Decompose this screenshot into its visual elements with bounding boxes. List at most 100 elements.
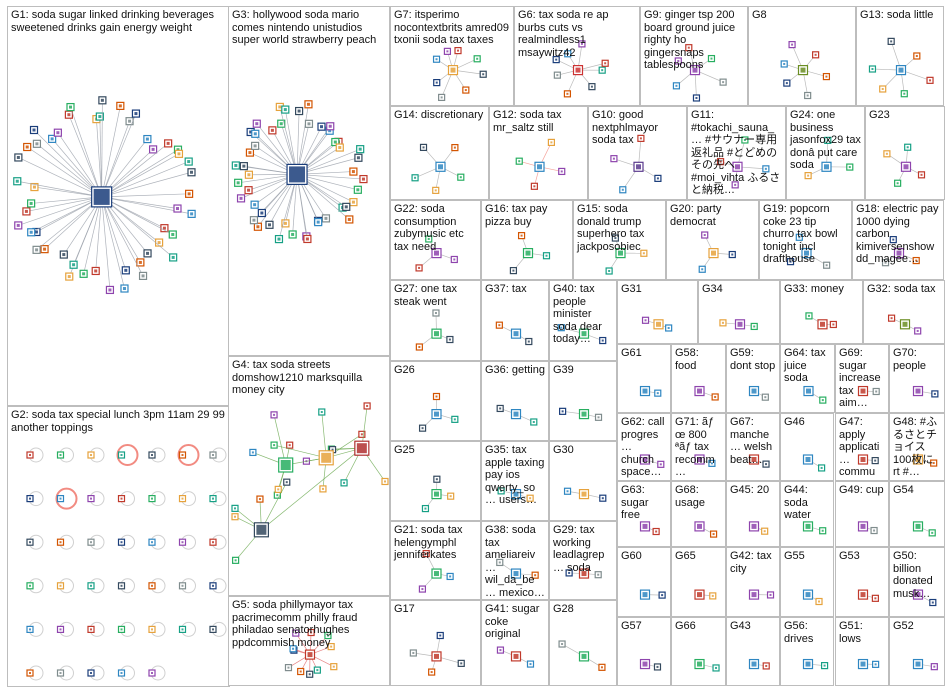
group-g36[interactable]: G36: getting [481, 361, 549, 441]
graph-node-fill [931, 531, 934, 534]
group-g3[interactable]: G3: hollywood soda mario comes nintendo … [228, 6, 390, 356]
graph-node-fill [644, 319, 647, 322]
group-g68[interactable]: G68: usage [671, 481, 726, 547]
group-g41[interactable]: G41: sugar coke original [481, 600, 549, 686]
group-g9[interactable]: G9: ginger tsp 200 board ground juice ri… [640, 6, 748, 106]
group-label: G46 [784, 416, 805, 428]
graph-node-fill [873, 529, 876, 532]
group-g69[interactable]: G69: sugar increase tax aim… [835, 344, 889, 413]
group-g21[interactable]: G21: soda tax helengymphl jenniferkates [390, 521, 481, 600]
group-g43[interactable]: G43 [726, 617, 780, 686]
graph-node-fill [141, 274, 145, 278]
group-g31[interactable]: G31 [617, 280, 698, 344]
group-g16[interactable]: G16: tax pay pizza buy [481, 200, 573, 280]
graph-node-fill [764, 167, 767, 170]
group-g13[interactable]: G13: soda little [856, 6, 944, 106]
graph-node-fill [701, 268, 704, 271]
group-g38[interactable]: G38: soda tax ameliareiv… wil_da_be… mex… [481, 521, 549, 600]
graph-node-fill [157, 241, 161, 245]
graph-node-fill [253, 144, 257, 148]
group-graph [912, 454, 938, 467]
graph-edge [274, 444, 327, 459]
group-g8[interactable]: G8 [748, 6, 856, 106]
group-g24[interactable]: G24: one business jasonfox29 tax donâ pu… [786, 106, 865, 200]
group-g11[interactable]: G11: #tokachi_sauna_… #サウナー専用返礼品 #とどめのその… [687, 106, 786, 200]
group-g14[interactable]: G14: discretionary [390, 106, 489, 200]
group-g12[interactable]: G12: soda tax mr_saltz still [489, 106, 588, 200]
graph-node-fill [59, 497, 62, 500]
group-g52[interactable]: G52 [889, 617, 945, 686]
group-g1[interactable]: G1: soda sugar linked drinking beverages… [7, 6, 230, 406]
group-g18[interactable]: G18: electric pay 1000 dying carbon kimi… [852, 200, 944, 280]
group-g29[interactable]: G29: tax working leadlagrep… soda [549, 521, 617, 600]
group-g2[interactable]: G2: soda tax special lunch 3pm 11am 29 9… [7, 406, 230, 687]
group-g15[interactable]: G15: soda donald trump superhero tax jac… [573, 200, 666, 280]
group-g55[interactable]: G55 [780, 547, 834, 617]
group-g59[interactable]: G59: dont stop [726, 344, 780, 413]
group-g53[interactable]: G53 [835, 547, 889, 617]
group-g30[interactable]: G30 [549, 441, 617, 521]
graph-node-fill [120, 584, 123, 587]
graph-node-fill [305, 237, 309, 241]
group-g26[interactable]: G26 [390, 361, 481, 441]
group-g50[interactable]: G50: billion donated musk… [889, 547, 945, 617]
group-g64[interactable]: G64: tax juice soda [780, 344, 835, 413]
group-g5[interactable]: G5: soda phillymayor tax pacrimecomm phi… [228, 596, 390, 686]
group-g62[interactable]: G62: call progres… church space… [617, 413, 671, 481]
group-g65[interactable]: G65 [671, 547, 726, 617]
group-g58[interactable]: G58: food [671, 344, 726, 413]
group-g63[interactable]: G63: sugar free [617, 481, 671, 547]
group-g35[interactable]: G35: tax apple taxing pay ios qwerty_so…… [481, 441, 549, 521]
group-g54[interactable]: G54 [889, 481, 945, 547]
group-g10[interactable]: G10: good nextphlmayor soda tax [588, 106, 687, 200]
group-g22[interactable]: G22: soda consumption zubymusic etc tax … [390, 200, 481, 280]
group-g40[interactable]: G40: tax people minister soda dear today… [549, 280, 617, 361]
group-g25[interactable]: G25 [390, 441, 481, 521]
group-g71[interactable]: G71: ãƒ œ 800 ªãƒ tax recomm… [671, 413, 726, 481]
group-g6[interactable]: G6: tax soda re ap burbs cuts vs realmin… [514, 6, 640, 106]
group-g37[interactable]: G37: tax [481, 280, 549, 361]
group-g45[interactable]: G45: 20 [726, 481, 780, 547]
group-g57[interactable]: G57 [617, 617, 671, 686]
group-g61[interactable]: G61 [617, 344, 671, 413]
group-g48[interactable]: G48: #ふるさとチョイス 100枚に rt #… [889, 413, 945, 481]
group-g42[interactable]: G42: tax city [726, 547, 780, 617]
group-g7[interactable]: G7: itsperimo nocontextbrits amred09 txo… [390, 6, 514, 106]
group-g60[interactable]: G60 [617, 547, 671, 617]
group-g34[interactable]: G34 [698, 280, 780, 344]
group-g4[interactable]: G4: tax soda streets domshow1210 marksqu… [228, 356, 390, 596]
group-g56[interactable]: G56: drives [780, 617, 834, 686]
group-g33[interactable]: G33: money [780, 280, 863, 344]
group-g46[interactable]: G46 [780, 413, 834, 481]
group-g28[interactable]: G28 [549, 600, 617, 686]
graph-node-fill [814, 53, 817, 56]
group-label: G67: manche… welsh beat… [730, 416, 776, 466]
group-g32[interactable]: G32: soda tax [863, 280, 945, 344]
group-label: G32: soda tax [867, 283, 936, 295]
group-g67[interactable]: G67: manche… welsh beat… [726, 413, 780, 481]
graph-node-fill [527, 340, 530, 343]
graph-node-fill [330, 645, 333, 648]
group-g39[interactable]: G39 [549, 361, 617, 441]
group-g70[interactable]: G70: people [889, 344, 945, 413]
group-g51[interactable]: G51: lows [835, 617, 889, 686]
group-g17[interactable]: G17 [390, 600, 481, 686]
group-g19[interactable]: G19: popcorn coke 23 tip churro tax bowl… [759, 200, 852, 280]
graph-node-fill [697, 592, 702, 598]
group-g44[interactable]: G44: soda water [780, 481, 834, 547]
graph-node-fill [234, 507, 236, 510]
group-g20[interactable]: G20: party democrat [666, 200, 759, 280]
graph-node-fill [763, 530, 766, 533]
graph-node-fill [890, 40, 893, 43]
group-g47[interactable]: G47: apply applicati… commu… [835, 413, 889, 481]
graph-node-fill [561, 410, 564, 413]
group-g23[interactable]: G23 [865, 106, 945, 200]
graph-node-fill [731, 253, 734, 256]
graph-node-fill [453, 146, 456, 149]
graph-node-fill [453, 418, 456, 421]
group-g49[interactable]: G49: cup [835, 481, 889, 547]
group-g66[interactable]: G66 [671, 617, 726, 686]
graph-node-fill [498, 561, 501, 564]
group-g27[interactable]: G27: one tax steak went [390, 280, 481, 361]
